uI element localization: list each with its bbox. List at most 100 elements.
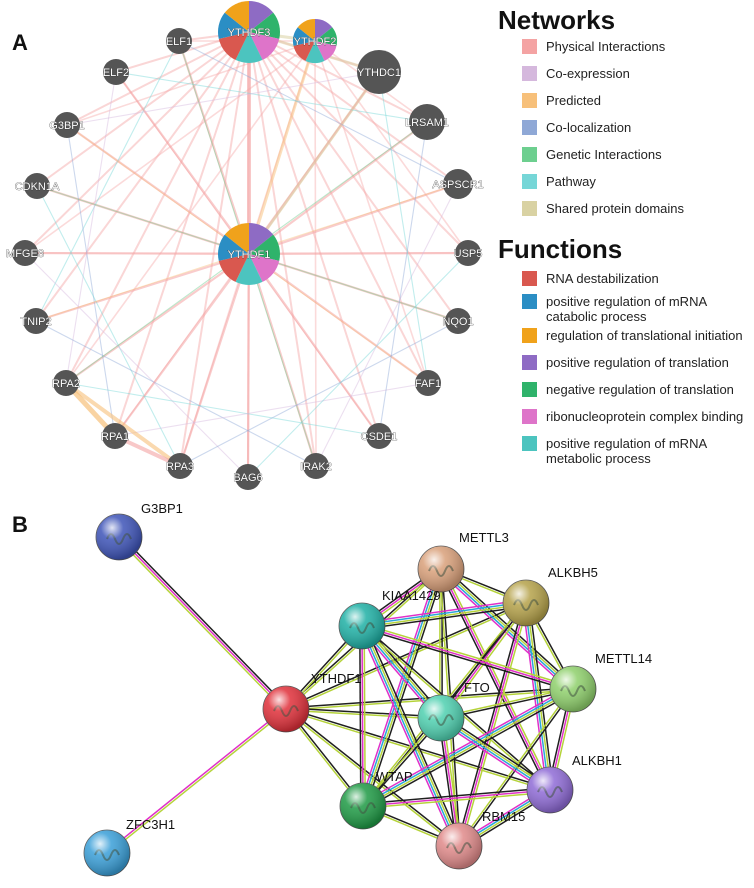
gene-node-ythdf1[interactable]: YTHDF1 <box>218 223 280 285</box>
network-edge <box>65 253 250 384</box>
gene-node-usp5[interactable]: USP5 <box>453 240 483 266</box>
protein-node-rbm15[interactable]: RBM15 <box>435 809 525 870</box>
gene-node-mfge8[interactable]: MFGE8 <box>6 240 44 266</box>
interaction-edge <box>440 568 551 791</box>
network-type-swatch <box>522 120 537 135</box>
protein-label: G3BP1 <box>141 501 183 516</box>
network-type-item: Shared protein domains <box>522 201 752 216</box>
panel-a-label: A <box>12 30 28 55</box>
gene-node-cdkn1a[interactable]: CDKN1A <box>14 173 60 199</box>
network-edge <box>115 71 250 255</box>
function-slice <box>218 254 249 282</box>
interaction-edge <box>362 687 573 806</box>
protein-node-zfc3h1[interactable]: ZFC3H1 <box>83 817 175 877</box>
function-item: positive regulation of mRNA metabolic pr… <box>522 436 752 466</box>
function-slice <box>249 12 281 39</box>
protein-node-alkbh5[interactable]: ALKBH5 <box>502 565 598 627</box>
network-edge <box>35 40 180 322</box>
protein-node-g3bp1[interactable]: G3BP1 <box>95 501 183 561</box>
protein-node-kiaa1429[interactable]: KIAA1429 <box>338 588 441 650</box>
interaction-edge <box>286 707 551 790</box>
network-edge <box>66 40 316 126</box>
function-slice <box>249 1 274 32</box>
network-edge <box>114 382 429 437</box>
gene-circle <box>53 370 79 396</box>
interaction-edge <box>363 689 574 808</box>
network-edge <box>247 252 469 478</box>
network-edge <box>248 253 380 437</box>
interaction-edge <box>358 627 457 848</box>
function-slice <box>315 19 333 41</box>
function-swatch <box>522 409 537 424</box>
gene-label: USP5 <box>454 248 483 260</box>
gene-circle <box>443 169 473 199</box>
gene-node-nqo1[interactable]: NQO1 <box>442 308 474 334</box>
gene-node-g3bp1[interactable]: G3BP1 <box>49 112 85 138</box>
gene-node-elf1[interactable]: ELF1 <box>166 28 192 54</box>
gene-node-tnip2[interactable]: TNIP2 <box>20 308 52 334</box>
network-edge <box>247 71 381 255</box>
sphere-gloss <box>96 514 142 560</box>
gene-label: RPA2 <box>52 378 80 390</box>
gene-node-bag6[interactable]: BAG6 <box>233 464 263 490</box>
sphere-gloss <box>527 767 573 813</box>
protein-node-mettl14[interactable]: METTL14 <box>549 651 652 713</box>
gene-node-ythdf2[interactable]: YTHDF2 <box>293 19 337 64</box>
protein-label: RBM15 <box>482 809 525 824</box>
network-type-swatch <box>522 93 537 108</box>
function-slice <box>249 234 280 261</box>
interaction-edge <box>361 568 441 806</box>
network-edge <box>64 381 182 468</box>
gene-circle <box>167 453 193 479</box>
gene-label: YTHDF1 <box>228 249 271 261</box>
interaction-edge <box>361 598 526 624</box>
network-edge <box>248 121 428 255</box>
gene-node-aspscr1[interactable]: ASPSCR1 <box>432 169 484 199</box>
gene-node-lrsam1[interactable]: LRSAM1 <box>405 104 449 140</box>
protein-node-fto[interactable]: FTO <box>417 680 490 742</box>
gene-circle <box>366 423 392 449</box>
gene-node-rpa2[interactable]: RPA2 <box>52 370 80 396</box>
function-label: negative regulation of translation <box>546 382 734 397</box>
gene-label: BAG6 <box>233 472 262 484</box>
network-edge <box>179 31 250 467</box>
network-type-label: Physical Interactions <box>546 39 666 54</box>
gene-node-rpa3[interactable]: RPA3 <box>166 453 194 479</box>
protein-node-wtap[interactable]: WTAP <box>339 769 413 830</box>
protein-label: YTHDF1 <box>311 671 362 686</box>
gene-label: IRAK2 <box>300 461 332 473</box>
sphere-gloss <box>436 823 482 869</box>
sphere-gloss <box>339 603 385 649</box>
network-edge <box>65 40 316 384</box>
network-type-swatch <box>522 39 537 54</box>
gene-node-ythdc1[interactable]: YTHDC1 <box>357 50 401 94</box>
interaction-edge <box>362 623 574 688</box>
interaction-edge <box>359 567 439 806</box>
gene-label: YTHDF3 <box>228 27 271 39</box>
gene-node-ythdf3[interactable]: YTHDF3 <box>217 1 281 63</box>
gene-node-irak2[interactable]: IRAK2 <box>300 453 332 479</box>
network-edge <box>248 31 429 384</box>
interaction-edge <box>364 624 463 845</box>
interaction-edge <box>363 791 551 809</box>
gene-circle <box>235 464 261 490</box>
interaction-edge <box>120 534 289 708</box>
network-edge <box>65 31 250 384</box>
network-edge <box>246 253 251 478</box>
protein-node-ythdf1[interactable]: YTHDF1 <box>262 671 362 733</box>
gene-node-csde1[interactable]: CSDE1 <box>360 423 398 449</box>
gene-circle <box>54 112 80 138</box>
gene-circle <box>445 308 471 334</box>
interaction-edge <box>457 687 573 846</box>
gene-node-faf1[interactable]: FAF1 <box>415 370 441 396</box>
protein-node-alkbh1[interactable]: ALKBH1 <box>526 753 622 814</box>
gene-node-elf2[interactable]: ELF2 <box>103 59 129 85</box>
network-edge <box>24 31 250 254</box>
protein-node-mettl3[interactable]: METTL3 <box>417 530 509 593</box>
gene-node-rpa1[interactable]: RPA1 <box>101 423 129 449</box>
function-swatch <box>522 328 537 343</box>
function-slice <box>249 254 280 282</box>
gene-circle <box>24 173 50 199</box>
protein-label: METTL14 <box>595 651 652 666</box>
interaction-edge <box>359 626 362 807</box>
